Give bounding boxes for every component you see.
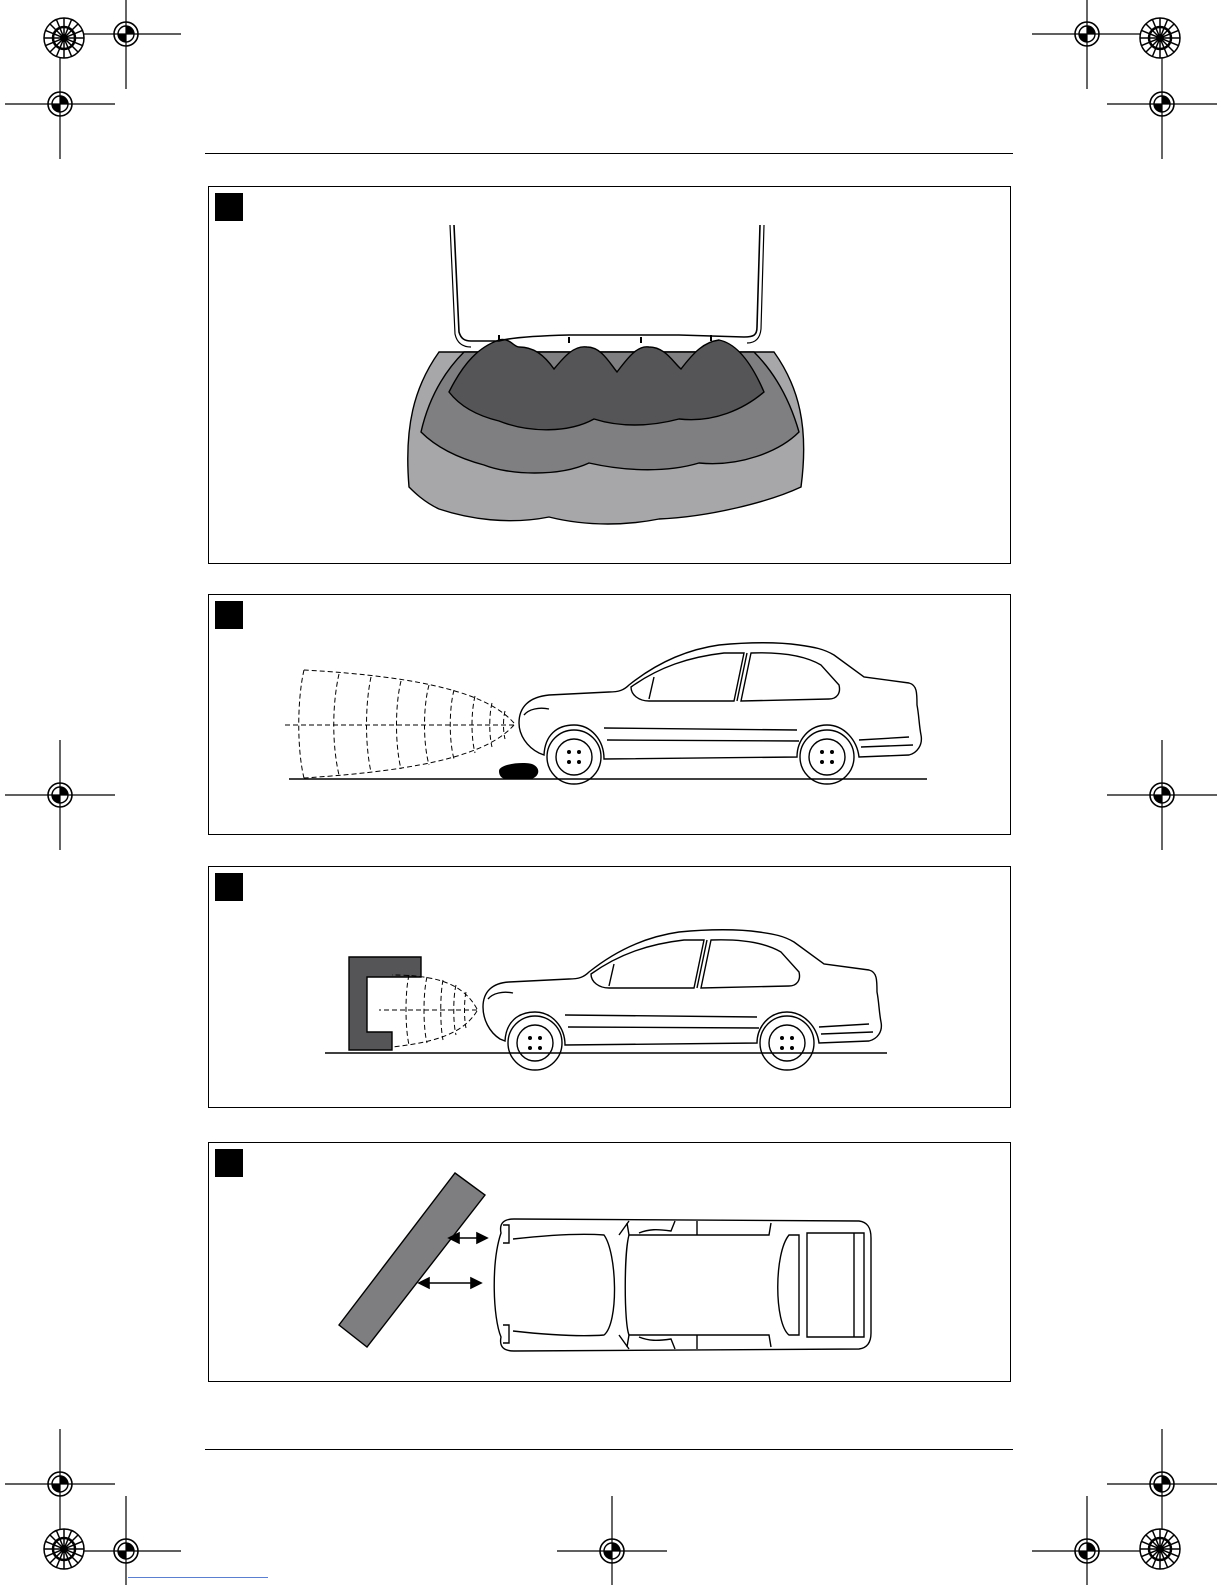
registration-mark-icon: [1032, 1496, 1142, 1585]
registration-mark-icon: [5, 740, 115, 850]
low-obstacle-illustration: [209, 595, 1012, 836]
registration-mark-icon: [1107, 740, 1217, 850]
registration-mark-icon: [1107, 49, 1217, 159]
header-rule: [205, 153, 1013, 154]
car-side-view: [483, 930, 881, 1070]
footer-rule: [205, 1449, 1013, 1450]
sensor-beam: [284, 670, 514, 778]
sensor-zones-illustration: [209, 187, 1012, 565]
star-target-icon: [1140, 1529, 1180, 1569]
panel-low-obstacle: [208, 594, 1011, 835]
angled-obstacle: [339, 1173, 485, 1347]
registration-mark-icon: [71, 1496, 181, 1585]
car-top-view: [494, 1219, 871, 1351]
star-target-icon: [1140, 18, 1180, 58]
angled-obstacle-illustration: [209, 1143, 1012, 1383]
star-target-icon: [44, 18, 84, 58]
overhanging-obstacle-illustration: [209, 867, 1012, 1109]
star-target-icon: [44, 1529, 84, 1569]
panel-overhanging-obstacle: [208, 866, 1011, 1108]
registration-mark-icon: [71, 0, 181, 89]
registration-mark-icon: [5, 49, 115, 159]
registration-mark-icon: [1107, 1429, 1217, 1539]
footer-link-underline: [128, 1577, 268, 1578]
panel-angled-obstacle: [208, 1142, 1011, 1382]
bumper-outline: [454, 225, 760, 341]
sensor-beam: [379, 975, 477, 1047]
registration-mark-icon: [1032, 0, 1142, 89]
panel-sensor-zones: [208, 186, 1011, 564]
registration-mark-icon: [5, 1429, 115, 1539]
low-obstacle: [499, 763, 538, 779]
registration-mark-icon: [557, 1496, 667, 1585]
overhanging-obstacle: [349, 957, 421, 1050]
